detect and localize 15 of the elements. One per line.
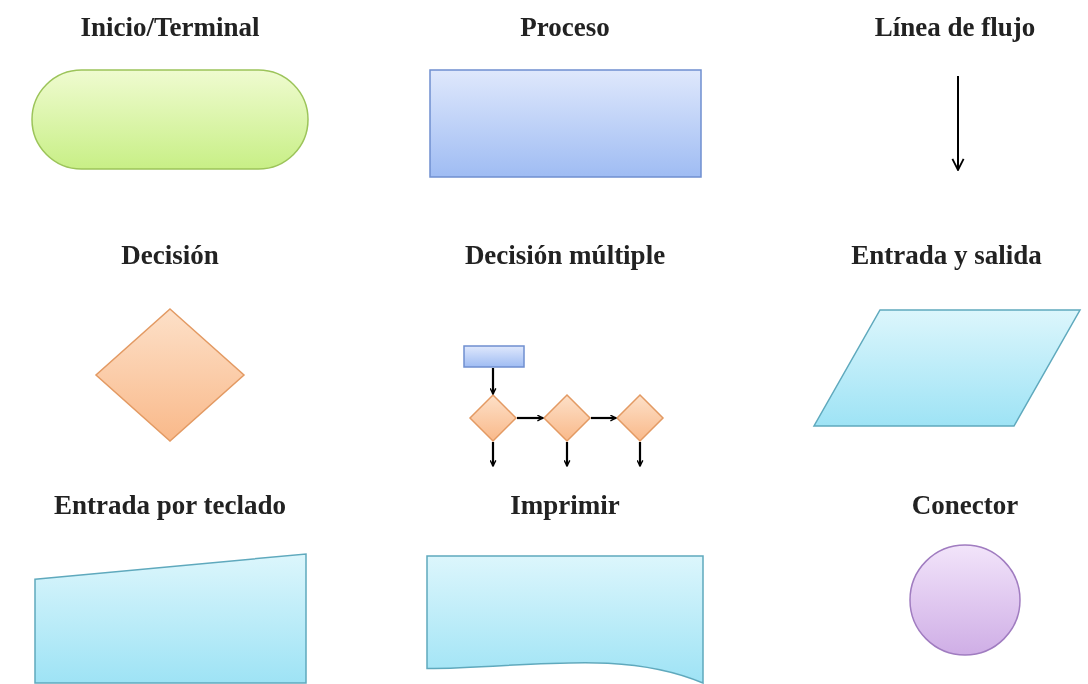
arrow [563, 442, 571, 467]
symbol-heading: Decisión múltiple [464, 240, 666, 271]
arrow [489, 442, 497, 467]
arrow [636, 442, 644, 467]
symbol-heading: Conector [911, 490, 1019, 521]
arrow [517, 414, 544, 422]
arrow [489, 368, 497, 395]
symbol-heading: Decisión [121, 240, 219, 271]
symbol-heading: Proceso [520, 12, 610, 43]
symbol-heading: Entrada por teclado [54, 490, 286, 521]
symbol-heading: Entrada y salida [851, 240, 1042, 271]
symbol-heading: Inicio/Terminal [80, 12, 260, 43]
arrow [591, 414, 617, 422]
symbol-heading: Línea de flujo [874, 12, 1036, 43]
symbol-heading: Imprimir [510, 490, 620, 521]
